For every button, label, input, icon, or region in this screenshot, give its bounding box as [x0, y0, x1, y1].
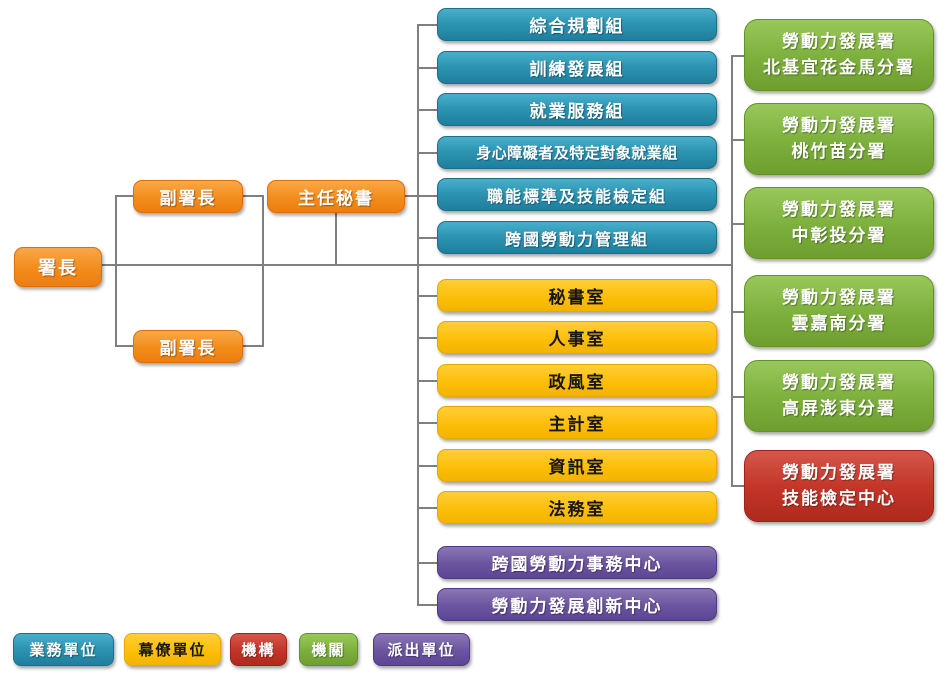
node-dispatch-center-1: 跨國勞動力事務中心 — [437, 546, 717, 579]
node-label: 職能標準及技能檢定組 — [486, 186, 667, 206]
connector-line — [417, 237, 437, 239]
node-label-line2: 北基宜花金馬分署 — [763, 58, 915, 78]
connector-line — [417, 67, 437, 69]
node-label-line1: 勞動力發展署 — [782, 199, 896, 220]
node-label-line1: 勞動力發展署 — [782, 372, 896, 393]
legend-label: 機構 — [241, 641, 276, 659]
node-label: 跨國勞動力事務中心 — [491, 555, 663, 575]
connector-line — [405, 195, 437, 197]
node-business-unit-3: 就業服務組 — [437, 93, 717, 126]
legend-label: 派出單位 — [387, 641, 456, 659]
connector-line — [731, 139, 744, 141]
connector-line — [417, 562, 437, 564]
legend-item-agencies: 機關 — [299, 633, 358, 666]
connector-line — [731, 223, 744, 225]
connector-line — [417, 24, 419, 605]
node-label: 法務室 — [548, 500, 606, 520]
node-label: 資訊室 — [548, 458, 606, 478]
node-branch-office-3: 勞動力發展署 中彰投分署 — [744, 187, 934, 259]
connector-line — [262, 195, 264, 347]
connector-line — [417, 109, 437, 111]
connector-line — [417, 152, 437, 154]
node-business-unit-5: 職能標準及技能檢定組 — [437, 178, 717, 211]
connector-line — [335, 213, 337, 266]
node-label: 副署長 — [159, 189, 217, 209]
connector-line — [417, 295, 437, 297]
node-label: 綜合規劃組 — [529, 17, 625, 37]
node-label-line1: 勞動力發展署 — [782, 31, 896, 52]
node-chief-secretary: 主任秘書 — [267, 180, 405, 213]
node-branch-office-5: 勞動力發展署 高屏澎東分署 — [744, 360, 934, 432]
node-dispatch-center-2: 勞動力發展創新中心 — [437, 588, 717, 621]
node-staff-unit-5: 資訊室 — [437, 449, 717, 482]
connector-line — [115, 345, 133, 347]
node-business-unit-2: 訓練發展組 — [437, 51, 717, 84]
connector-line — [731, 485, 744, 487]
node-staff-unit-2: 人事室 — [437, 321, 717, 354]
node-label: 秘書室 — [548, 288, 606, 308]
node-label-line2: 高屏澎東分署 — [782, 399, 896, 419]
connector-line — [417, 422, 437, 424]
node-label-line1: 勞動力發展署 — [782, 115, 896, 136]
legend-label: 機關 — [311, 641, 346, 659]
node-deputy-director-1: 副署長 — [133, 180, 243, 213]
node-branch-office-4: 勞動力發展署 雲嘉南分署 — [744, 275, 934, 347]
node-label-line2: 雲嘉南分署 — [791, 314, 887, 334]
node-label: 政風室 — [548, 373, 606, 393]
connector-line — [417, 380, 437, 382]
connector-line — [731, 55, 733, 487]
node-label: 勞動力發展創新中心 — [491, 597, 663, 617]
connector-line — [115, 195, 117, 347]
node-skill-testing-center: 勞動力發展署 技能檢定中心 — [744, 450, 934, 522]
node-staff-unit-6: 法務室 — [437, 491, 717, 524]
connector-line — [417, 604, 437, 606]
connector-line — [731, 55, 744, 57]
legend-label: 業務單位 — [29, 641, 98, 659]
connector-line — [731, 311, 744, 313]
node-label-line2: 技能檢定中心 — [782, 489, 896, 509]
node-staff-unit-3: 政風室 — [437, 364, 717, 397]
legend-item-business-units: 業務單位 — [13, 633, 114, 666]
node-label: 就業服務組 — [529, 102, 625, 122]
node-label: 身心障礙者及特定對象就業組 — [476, 144, 678, 162]
node-label: 署長 — [38, 258, 78, 279]
connector-line — [731, 396, 744, 398]
node-branch-office-1: 勞動力發展署 北基宜花金馬分署 — [744, 19, 934, 91]
node-staff-unit-4: 主計室 — [437, 406, 717, 439]
node-label-line1: 勞動力發展署 — [782, 462, 896, 483]
node-business-unit-4: 身心障礙者及特定對象就業組 — [437, 136, 717, 169]
node-label: 訓練發展組 — [529, 60, 625, 80]
node-business-unit-1: 綜合規劃組 — [437, 8, 717, 41]
node-director-general: 署長 — [14, 247, 102, 287]
connector-line — [417, 507, 437, 509]
node-label-line2: 桃竹苗分署 — [791, 142, 887, 162]
connector-line — [417, 24, 437, 26]
node-deputy-director-2: 副署長 — [133, 330, 243, 363]
node-label: 主計室 — [548, 415, 606, 435]
node-label: 主任秘書 — [298, 189, 374, 209]
connector-line — [115, 195, 133, 197]
legend-label: 幕僚單位 — [138, 641, 207, 659]
connector-line — [243, 195, 264, 197]
connector-line — [417, 337, 437, 339]
legend-item-institutions: 機構 — [230, 633, 287, 666]
node-branch-office-2: 勞動力發展署 桃竹苗分署 — [744, 103, 934, 175]
node-business-unit-6: 跨國勞動力管理組 — [437, 221, 717, 254]
legend-item-dispatch-units: 派出單位 — [373, 633, 470, 666]
node-label: 副署長 — [159, 339, 217, 359]
connector-line — [417, 465, 437, 467]
node-label: 跨國勞動力管理組 — [504, 229, 649, 249]
node-label-line1: 勞動力發展署 — [782, 287, 896, 308]
legend-item-staff-units: 幕僚單位 — [124, 633, 221, 666]
node-staff-unit-1: 秘書室 — [437, 279, 717, 312]
node-label: 人事室 — [548, 330, 606, 350]
connector-line — [243, 345, 264, 347]
node-label-line2: 中彰投分署 — [791, 226, 887, 246]
